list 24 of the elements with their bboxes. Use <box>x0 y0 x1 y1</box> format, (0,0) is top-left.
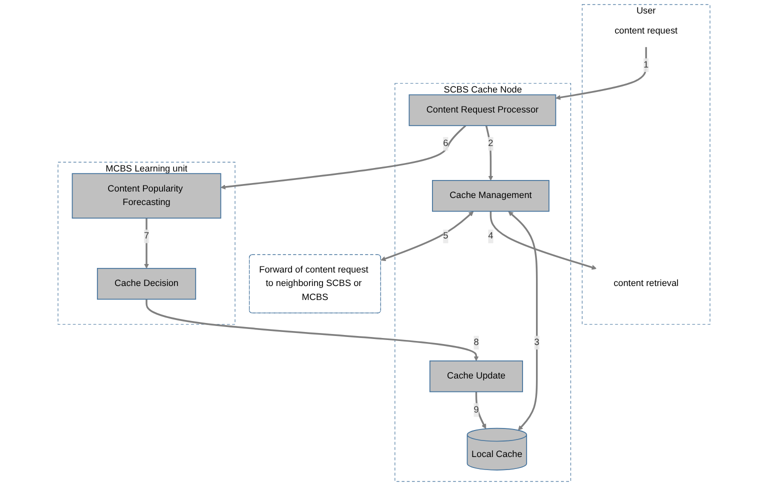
arrow <box>508 211 538 430</box>
arrow <box>490 211 597 270</box>
edge-label: 1 <box>644 60 649 70</box>
node-box: Cache Update <box>429 360 523 392</box>
node-text: content retrieval <box>614 278 679 288</box>
arrow <box>555 46 647 100</box>
arrow <box>146 299 479 362</box>
node-box: Cache Management <box>432 180 550 212</box>
node-box: Content Popularity Forecasting <box>72 173 222 219</box>
edge-label: 8 <box>474 337 479 348</box>
arrow <box>380 211 474 262</box>
edge-label: 4 <box>488 231 494 241</box>
node-text: content request <box>614 26 678 36</box>
node-box: Content Request Processor <box>408 94 556 126</box>
node-box: Cache Decision <box>96 268 196 300</box>
edge-label: 3 <box>534 337 540 348</box>
edge-label: 5 <box>443 231 448 241</box>
arrow <box>485 125 494 181</box>
edge-label: 9 <box>474 404 479 415</box>
edge-label: 6 <box>443 138 448 148</box>
edge-label: 7 <box>144 231 150 241</box>
edge-label: 2 <box>488 138 494 148</box>
arrow <box>144 218 150 269</box>
arrow <box>220 125 466 190</box>
